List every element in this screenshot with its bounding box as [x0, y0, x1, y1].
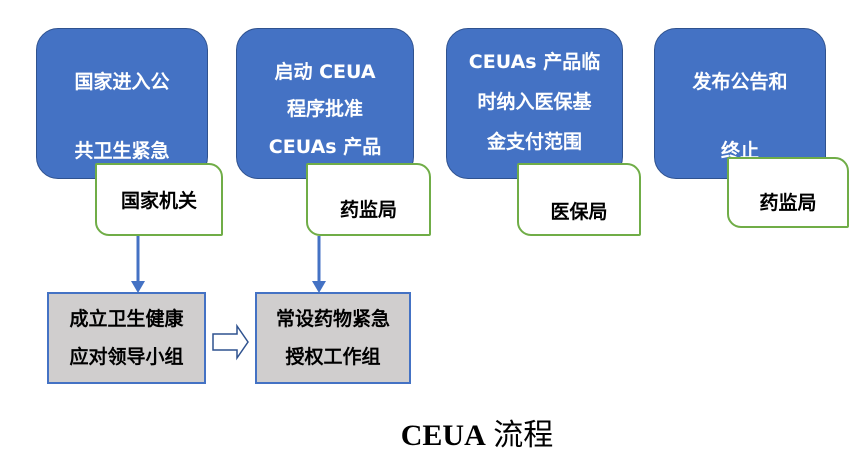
group-1-box: 成立卫生健康 应对领导小组	[47, 292, 206, 384]
step-1-line-1: 国家进入公	[74, 71, 170, 93]
agency-1-box: 国家机关	[95, 163, 223, 236]
agency-1-label: 国家机关	[120, 190, 197, 212]
down-arrow-1	[131, 236, 145, 293]
step-3-box: CEUAs 产品临 时纳入医保基 金支付范围	[446, 28, 623, 179]
down-arrow-2	[312, 236, 326, 293]
agency-3-label: 医保局	[550, 201, 608, 223]
step-3-line-2: 时纳入医保基	[477, 91, 592, 113]
diagram-caption: CEUA 流程	[377, 410, 577, 454]
step-1-box: 国家进入公 共卫生紧急	[36, 28, 208, 179]
step-2-line-3: CEUAs 产品	[268, 136, 382, 158]
agency-4-box: 药监局	[727, 157, 849, 228]
agency-2-box: 药监局	[306, 163, 431, 236]
step-2-line-1: 启动 CEUA	[274, 61, 376, 83]
agency-2-label: 药监局	[339, 199, 397, 221]
step-2-line-2: 程序批准	[286, 98, 363, 120]
caption-en: CEUA	[400, 419, 486, 452]
step-2-box: 启动 CEUA 程序批准 CEUAs 产品	[236, 28, 414, 179]
step-4-line-1: 发布公告和	[692, 71, 788, 93]
agency-4-label: 药监局	[759, 192, 817, 214]
step-4-line-2: 终止	[720, 140, 759, 162]
group-2-box: 常设药物紧急 授权工作组	[255, 292, 411, 384]
step-1-line-2: 共卫生紧急	[74, 140, 170, 162]
group-2-line-2: 授权工作组	[285, 346, 381, 368]
step-4-box: 发布公告和 终止	[654, 28, 826, 179]
step-3-line-1: CEUAs 产品临	[468, 51, 601, 73]
group-1-line-2: 应对领导小组	[69, 346, 184, 368]
agency-3-box: 医保局	[517, 163, 641, 236]
group-2-line-1: 常设药物紧急	[275, 308, 390, 330]
group-1-line-1: 成立卫生健康	[69, 308, 184, 330]
step-3-line-3: 金支付范围	[486, 131, 582, 153]
right-hollow-arrow	[212, 323, 249, 361]
caption-zh: 流程	[493, 419, 554, 452]
